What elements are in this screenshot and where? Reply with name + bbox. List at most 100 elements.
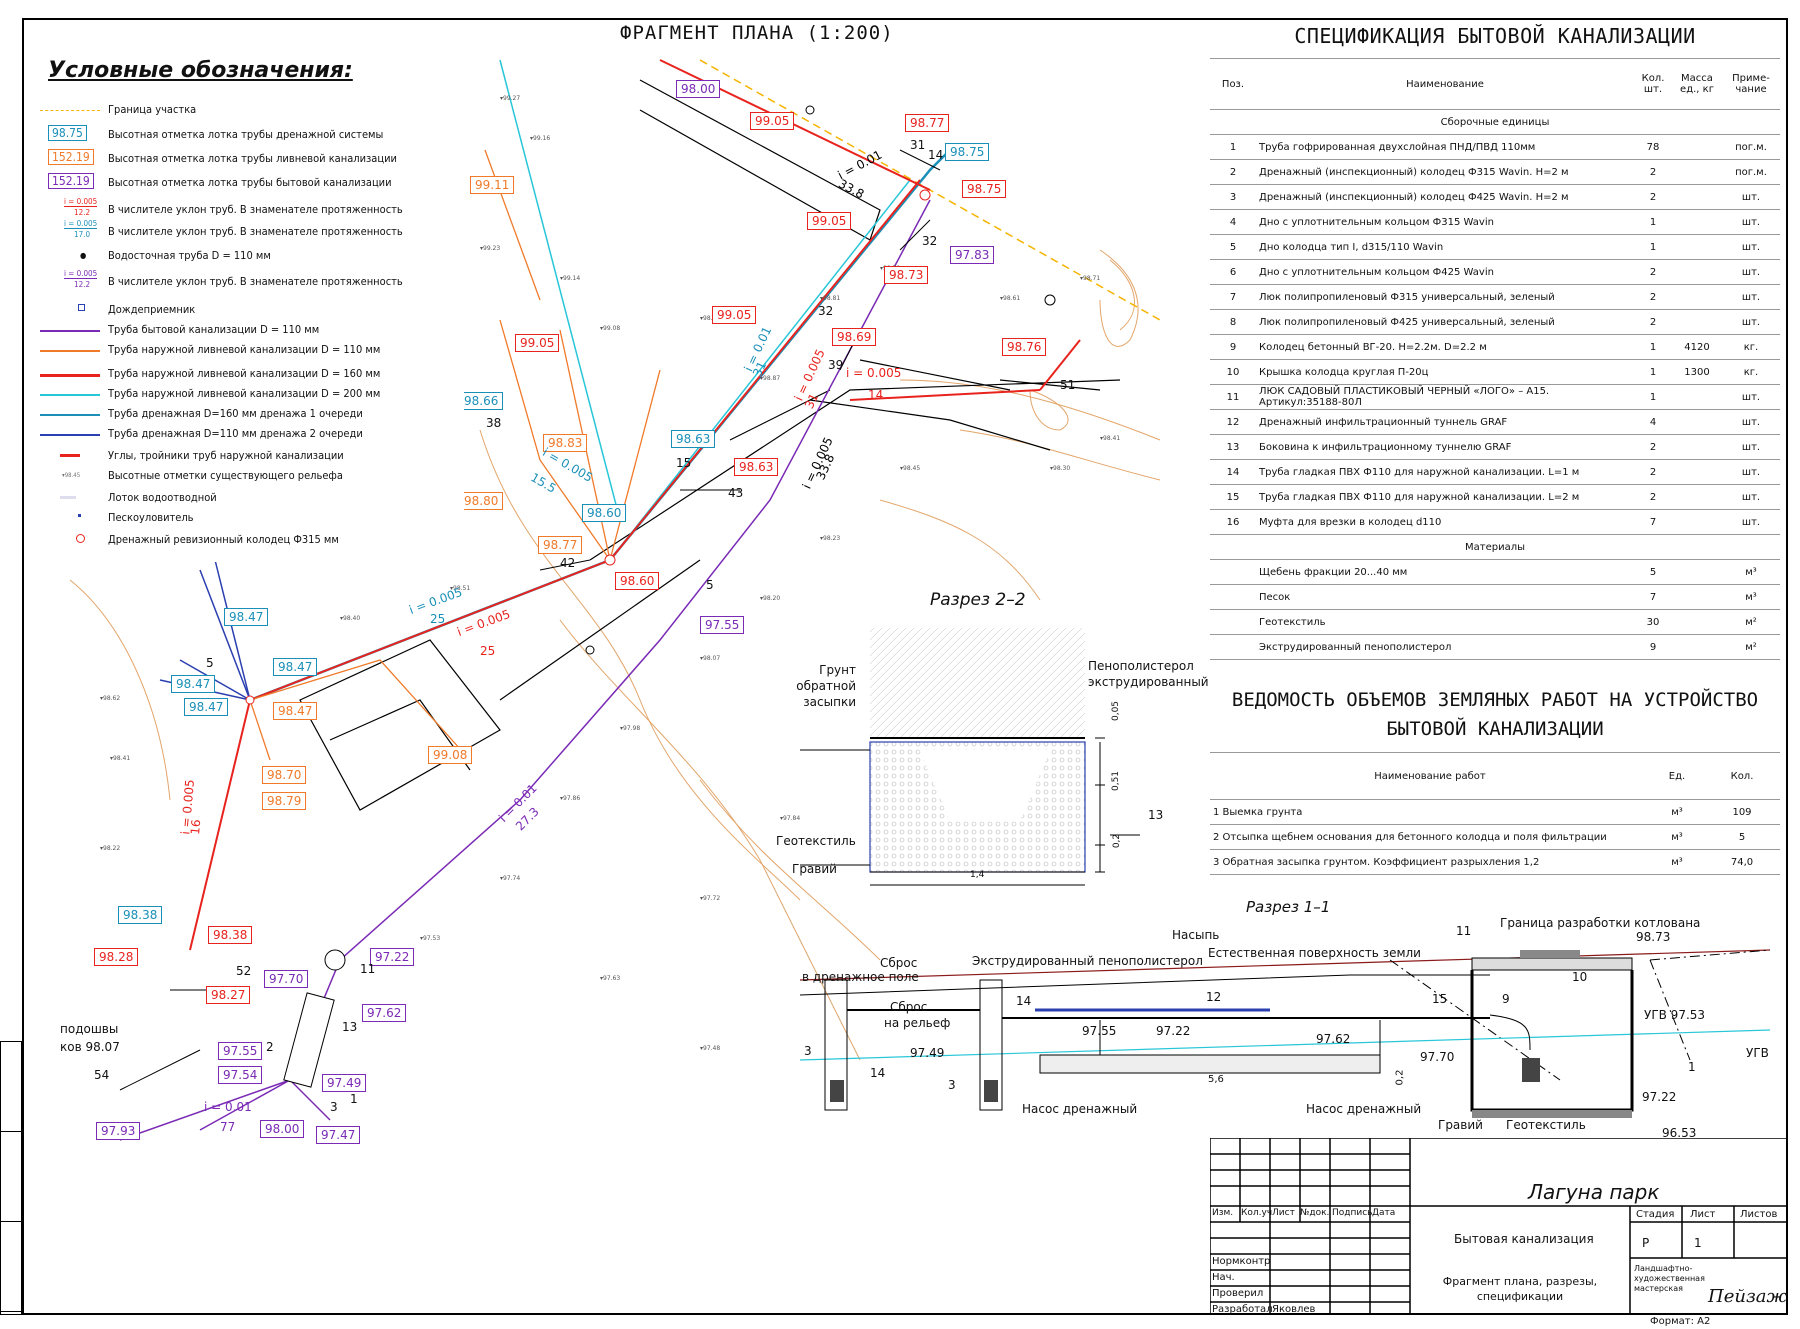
- elev-red: 98.75: [962, 180, 1007, 198]
- item-num: 14: [1016, 994, 1032, 1008]
- table-cell: Щебень фракции 20...40 мм: [1256, 559, 1634, 585]
- point-number: 2: [266, 1040, 274, 1054]
- table-cell: 1: [1634, 334, 1672, 360]
- elev-orange: 98.79: [262, 792, 307, 810]
- table-cell: [1672, 309, 1722, 335]
- table-cell: Песок: [1256, 584, 1634, 610]
- table-cell: шт.: [1722, 234, 1780, 260]
- legend-length: 17.0: [74, 230, 91, 239]
- legend-text: Труба дренажная D=160 мм дренажа 1 очере…: [108, 407, 363, 420]
- legend-item: Пескоуловитель: [28, 508, 464, 528]
- table-cell: шт.: [1722, 409, 1780, 435]
- storm-pipe-200b: [609, 179, 911, 561]
- circle-red-icon: [40, 530, 110, 550]
- elev-blue: 98.38: [118, 906, 163, 924]
- item-num: 12: [1206, 990, 1222, 1004]
- item-num: 3: [948, 1078, 956, 1092]
- line-teal-icon: [40, 414, 100, 416]
- table-cell: м³: [1722, 584, 1780, 610]
- elev-orange: 98.28: [94, 948, 139, 966]
- legend-sample-value: 98.75: [48, 125, 87, 141]
- table-cell: 2: [1634, 434, 1672, 460]
- svg-text:▾98.71: ▾98.71: [1080, 275, 1100, 282]
- point-number: 15: [676, 456, 692, 470]
- elev-purple: 97.49: [322, 1074, 367, 1092]
- table-cell: [1210, 559, 1256, 585]
- table-cell: 4: [1210, 209, 1256, 235]
- legend-text: Дождеприемник: [108, 303, 196, 316]
- earthworks-table: Наименование работ Ед. Кол. 1 Выемка гру…: [1210, 752, 1780, 875]
- table-cell: 1: [1634, 384, 1672, 410]
- table-cell: 3: [1210, 184, 1256, 210]
- table-cell: [1672, 559, 1722, 585]
- slope-label: i = 0.01: [204, 1100, 252, 1114]
- item-num: 14: [870, 1066, 886, 1080]
- legend-text: Высотная отметка лотка трубы дренажной с…: [108, 128, 384, 141]
- svg-text:▾99.16: ▾99.16: [530, 135, 550, 142]
- table-cell: шт.: [1722, 209, 1780, 235]
- elev-label: 97.22: [1642, 1090, 1677, 1104]
- elev-purple: 97.55: [700, 616, 745, 634]
- point-number: 52: [236, 964, 252, 978]
- table-cell: шт.: [1722, 284, 1780, 310]
- elev-orange: 98.70: [262, 766, 307, 784]
- elev-blue: 98.60: [582, 504, 627, 522]
- legend-item: Лоток водоотводной: [28, 488, 464, 508]
- table-cell: 2: [1634, 184, 1672, 210]
- tb-col: Изм.: [1212, 1208, 1234, 1218]
- slope-length: 25: [480, 644, 496, 658]
- svg-text:▾98.30: ▾98.30: [1050, 465, 1070, 472]
- storm-pipe-200: [499, 59, 621, 521]
- elev-label: 97.62: [1316, 1032, 1351, 1046]
- table-cell: пог.м.: [1722, 134, 1780, 160]
- earth-header: Кол.: [1704, 752, 1780, 800]
- table-cell: [1672, 284, 1722, 310]
- table-cell: 2: [1634, 309, 1672, 335]
- table-cell: кг.: [1722, 334, 1780, 360]
- elev-orange: 99.08: [428, 746, 473, 764]
- table-cell: 5: [1704, 824, 1780, 850]
- elev-blue: 98.63: [671, 430, 716, 448]
- elev-label: 97.55: [1082, 1024, 1117, 1038]
- tiny-icon: ▾98.45: [62, 472, 81, 479]
- item-num: 3: [804, 1044, 812, 1058]
- table-cell: [1210, 584, 1256, 610]
- spec-header: Масса ед., кг: [1672, 58, 1722, 110]
- tb-role: Разработал: [1212, 1304, 1273, 1315]
- item-num: 9: [1502, 992, 1510, 1006]
- ugv-label: УГВ: [1746, 1046, 1769, 1060]
- elev-purple: 98.00: [676, 80, 721, 98]
- point-number: 1: [350, 1092, 358, 1106]
- legend-item: 98.75 Высотная отметка лотка трубы дренаж…: [28, 125, 464, 145]
- elev-purple: 97.62: [362, 1004, 407, 1022]
- table-cell: шт.: [1722, 509, 1780, 535]
- svg-text:▾97.98: ▾97.98: [620, 725, 640, 732]
- elev-label: 97.22: [1156, 1024, 1191, 1038]
- domestic-pipe: [119, 199, 931, 1141]
- backfill-label: Грунт обратной засыпки: [796, 663, 856, 709]
- legend-text: Труба наружной ливневой канализации D = …: [108, 367, 381, 380]
- elev-blue: 98.47: [224, 608, 269, 626]
- elev-orange: 99.05: [515, 334, 560, 352]
- spec-table: Поз. Наименование Кол. шт. Масса ед., кг…: [1210, 58, 1780, 660]
- title-block-grid: [1210, 1138, 1788, 1315]
- svg-text:▾98.20: ▾98.20: [760, 595, 780, 602]
- table-cell: шт.: [1722, 484, 1780, 510]
- table-cell: м³: [1650, 799, 1704, 825]
- legend-text: В числителе уклон труб. В знаменателе пр…: [108, 275, 403, 288]
- table-cell: кг.: [1722, 359, 1780, 385]
- point-number: 51: [1060, 378, 1076, 392]
- table-cell: [1672, 409, 1722, 435]
